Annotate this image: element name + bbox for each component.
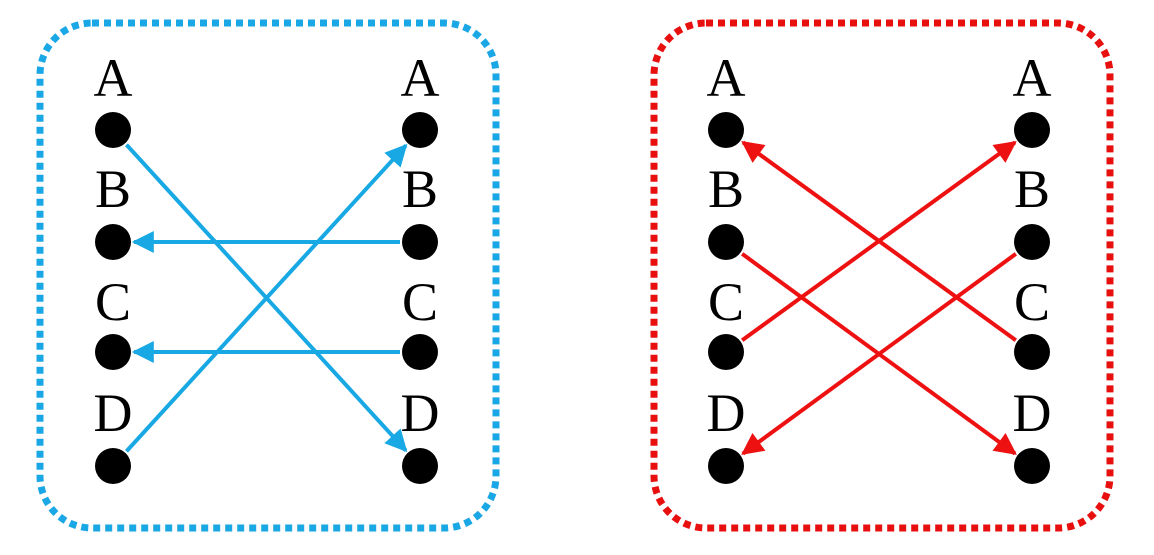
node-label-left-D: D [707, 383, 746, 443]
node-label-right-B: B [1014, 159, 1050, 219]
node-dot-left-D [95, 448, 131, 484]
node-label-right-A: A [1013, 48, 1052, 108]
node-dot-left-B [95, 224, 131, 260]
node-dot-right-B [1014, 224, 1050, 260]
node-dot-left-C [95, 334, 131, 370]
arrow-left-D-to-right-A [125, 143, 408, 453]
node-dot-left-A [708, 112, 744, 148]
arrow-right-C-to-left-A [741, 140, 1017, 342]
node-label-left-B: B [95, 159, 131, 219]
node-dot-left-C [708, 334, 744, 370]
node-dot-left-D [708, 448, 744, 484]
node-label-left-C: C [95, 272, 131, 332]
node-label-right-D: D [1013, 383, 1052, 443]
node-label-left-B: B [708, 159, 744, 219]
node-dot-right-C [402, 334, 438, 370]
node-label-left-D: D [94, 383, 133, 443]
panel-border [36, 19, 500, 532]
node-dot-left-A [95, 112, 131, 148]
node-label-right-C: C [402, 272, 438, 332]
node-dot-right-D [402, 448, 438, 484]
arrow-right-B-to-left-D [741, 252, 1018, 456]
node-dot-right-D [1014, 448, 1050, 484]
node-label-right-B: B [402, 159, 438, 219]
node-label-left-A: A [94, 48, 133, 108]
node-label-right-D: D [401, 383, 440, 443]
node-label-right-C: C [1014, 272, 1050, 332]
node-label-right-A: A [401, 48, 440, 108]
node-dot-right-A [402, 112, 438, 148]
node-dot-left-B [708, 224, 744, 260]
node-dot-right-A [1014, 112, 1050, 148]
node-dot-right-B [402, 224, 438, 260]
node-dot-right-C [1014, 334, 1050, 370]
panel-border [650, 19, 1114, 532]
node-label-left-A: A [707, 48, 746, 108]
node-label-left-C: C [708, 272, 744, 332]
